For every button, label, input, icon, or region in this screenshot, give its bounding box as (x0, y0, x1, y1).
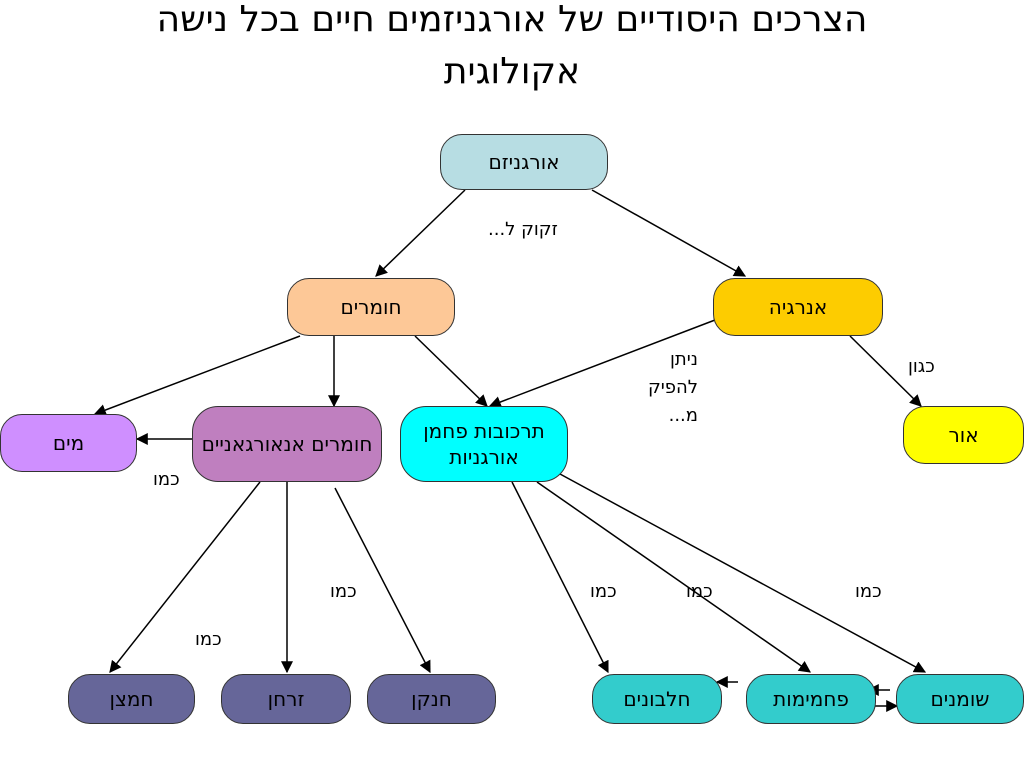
node-organic-label: תרכובות פחמן אורגניות (423, 419, 545, 469)
node-materials-label: חומרים (340, 295, 402, 319)
label-like-oxygen: כמו (195, 629, 222, 650)
node-energy-label: אנרגיה (768, 295, 828, 319)
label-such-as-light: כגון (908, 356, 935, 377)
node-fats: שומנים (896, 674, 1024, 724)
arrow-organic-fats (559, 473, 927, 673)
node-proteins-label: חלבונים (623, 687, 691, 711)
node-organic: תרכובות פחמן אורגניות (400, 406, 568, 482)
arrow-organism-materials (375, 189, 466, 277)
node-proteins: חלבונים (592, 674, 722, 724)
node-nitrogen: חנקן (367, 674, 496, 724)
arrow-organic-carbohydrates (536, 481, 811, 673)
arrow-materials-organic (414, 335, 488, 407)
label-like-water: כמו (153, 469, 180, 490)
label-like-inorganic: כמו (330, 581, 357, 602)
arrow-organism-energy (591, 189, 747, 277)
node-energy: אנרגיה (713, 278, 883, 336)
label-like-proteins: כמו (590, 581, 617, 602)
node-carbohydrates: פחמימות (746, 674, 876, 724)
node-oxygen-label: חמצן (109, 687, 154, 711)
node-organism: אורגניזם (440, 134, 608, 190)
title-line-1: הצרכים היסודיים של אורגניזמים חיים בכל נ… (156, 0, 868, 40)
node-inorganic: חומרים אנאורגאניים (192, 406, 382, 482)
page-title: הצרכים היסודיים של אורגניזמים חיים בכל נ… (40, 0, 984, 98)
node-organism-label: אורגניזם (488, 150, 560, 174)
node-fats-label: שומנים (930, 687, 990, 711)
node-phosphorus: זרחן (221, 674, 351, 724)
arrow-energy-organic (488, 319, 716, 408)
node-water: מים (0, 414, 137, 472)
node-phosphorus-label: זרחן (267, 687, 305, 711)
node-materials: חומרים (287, 278, 455, 336)
arrow-organic-proteins (511, 481, 609, 674)
label-like-fats: כמו (855, 581, 882, 602)
label-like-carbs: כמו (686, 581, 713, 602)
node-carbohydrates-label: פחמימות (773, 687, 849, 711)
node-nitrogen-label: חנקן (411, 687, 452, 711)
label-needs: זקוק ל... (488, 219, 558, 240)
arrow-energy-light (849, 335, 922, 407)
arrow-inorganic-nitrogen (334, 487, 431, 674)
node-light-label: אור (948, 423, 979, 447)
node-light: אור (903, 406, 1024, 464)
arrow-inorganic-oxygen (109, 481, 261, 673)
node-water-label: מים (52, 431, 85, 455)
node-oxygen: חמצן (68, 674, 195, 724)
arrow-materials-water (93, 335, 301, 416)
title-line-2: אקולוגית (443, 51, 581, 92)
label-can-produce: ניתן להפיק מ... (647, 349, 698, 426)
node-inorganic-label: חומרים אנאורגאניים (201, 432, 373, 456)
